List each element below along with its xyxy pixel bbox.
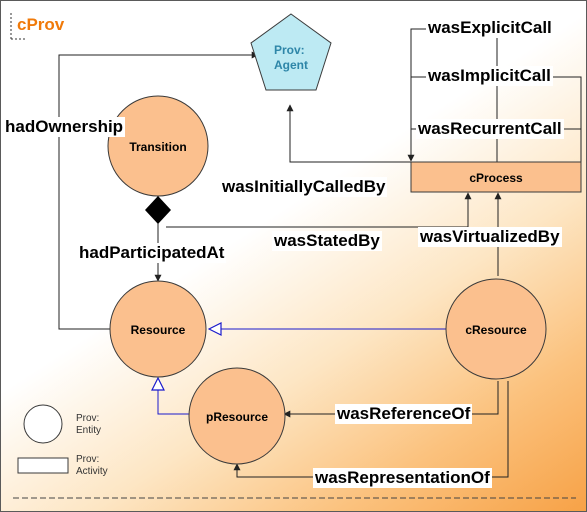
node-cresource[interactable] — [445, 278, 547, 380]
edge-was-initially-called-by — [286, 104, 411, 163]
label-was-recurrent-call: wasRecurrentCall — [416, 119, 564, 139]
legend-activity-label: Prov:Activity — [76, 454, 108, 477]
node-agent[interactable] — [250, 13, 332, 91]
node-resource[interactable] — [109, 280, 207, 378]
node-cprocess-label: cProcess — [469, 171, 523, 185]
label-was-explicit-call: wasExplicitCall — [426, 18, 554, 38]
node-resource-label: Resource — [131, 323, 186, 337]
edge-presource-inherits-resource — [158, 378, 191, 415]
legend-activity-shape — [17, 457, 69, 474]
edge-had-ownership — [58, 51, 259, 330]
node-agent-label: Prov: Agent — [274, 43, 308, 72]
label-was-implicit-call: wasImplicitCall — [426, 66, 553, 86]
edge-was-explicit-call — [407, 28, 498, 162]
node-presource[interactable] — [188, 367, 286, 465]
node-cresource-label: cResource — [465, 323, 527, 337]
node-cprocess[interactable] — [410, 161, 582, 193]
label-was-representation-of: wasRepresentationOf — [313, 468, 492, 488]
label-had-ownership: hadOwnership — [3, 117, 126, 137]
node-presource-label: pResource — [206, 410, 268, 424]
legend-entity-label: Prov:Entity — [76, 413, 102, 436]
edge-was-stated-by — [166, 192, 472, 228]
label-was-reference-of: wasReferenceOf — [335, 404, 473, 424]
node-transition-label: Transition — [129, 140, 186, 154]
legend-entity-shape — [23, 404, 63, 444]
label-was-initially-called-by: wasInitiallyCalledBy — [220, 177, 388, 197]
label-was-stated-by: wasStatedBy — [272, 231, 382, 251]
label-was-virtualized-by: wasVirtualizedBy — [418, 227, 562, 247]
composition-diamond — [145, 196, 171, 224]
label-had-participated-at: hadParticipatedAt — [77, 243, 227, 263]
diagram-title: cProv — [17, 15, 65, 34]
